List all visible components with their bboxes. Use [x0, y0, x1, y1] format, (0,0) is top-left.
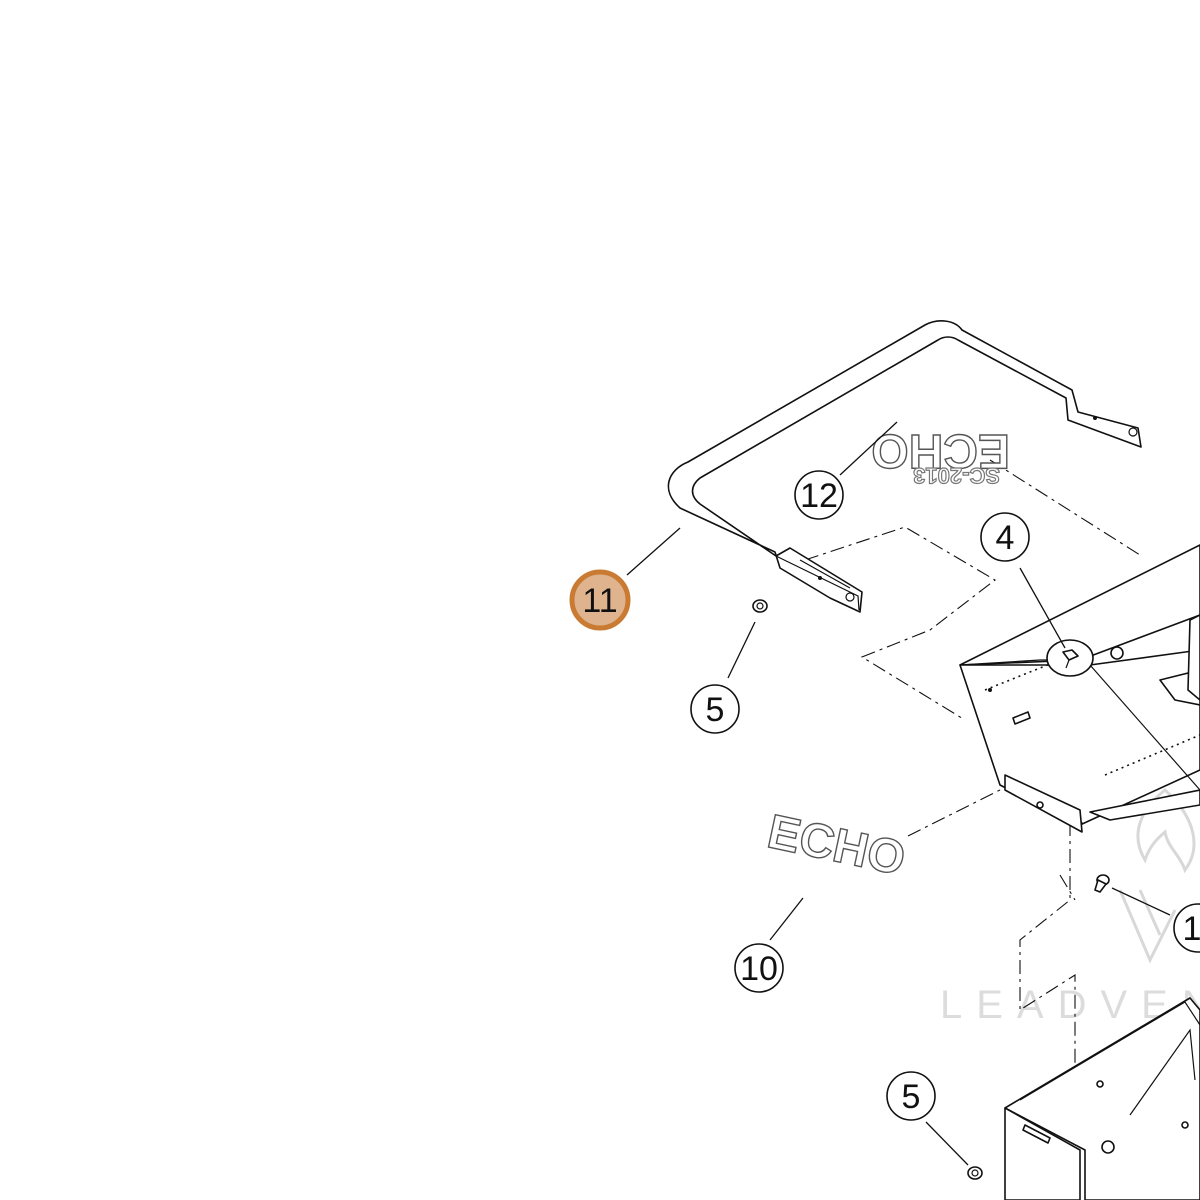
hardware [752, 599, 1110, 1180]
callout-5-bottom-label: 5 [902, 1078, 921, 1116]
nut-5-bottom [967, 1166, 983, 1180]
upper-decal-logo: ECHO [871, 424, 1010, 477]
callout-10[interactable]: 10 [734, 943, 784, 993]
callout-4-label: 4 [996, 519, 1015, 557]
callout-1-label: 1 [1183, 910, 1200, 948]
lower-echo-decal: ECHO [762, 805, 910, 887]
lower-bracket [1004, 997, 1200, 1200]
callout-4-top[interactable]: 4 [980, 512, 1030, 562]
upper-echo-decal: ECHO SC-2013 [871, 423, 1011, 488]
nut-5-left [752, 599, 768, 613]
callout-12[interactable]: 12 [794, 470, 844, 520]
frame-assembly [959, 544, 1200, 833]
watermark-v-icon [1118, 889, 1177, 964]
leader-lines [626, 421, 1171, 1166]
callout-11[interactable]: 11 [569, 569, 631, 631]
bolt-1 [1094, 874, 1110, 893]
upper-decal-model: SC-2013 [913, 463, 1000, 488]
callout-5-bottom[interactable]: 5 [886, 1071, 936, 1121]
watermark-flame-icon [1136, 788, 1196, 874]
callout-11-label: 11 [582, 582, 617, 620]
handle-part [667, 320, 1142, 613]
callout-5-left-label: 5 [706, 691, 725, 729]
callout-5-left[interactable]: 5 [690, 684, 740, 734]
callout-12-label: 12 [800, 477, 838, 515]
callout-10-label: 10 [740, 950, 778, 988]
lower-decal-logo: ECHO [763, 805, 910, 886]
callout-1-partial[interactable]: 1 [1173, 903, 1200, 953]
